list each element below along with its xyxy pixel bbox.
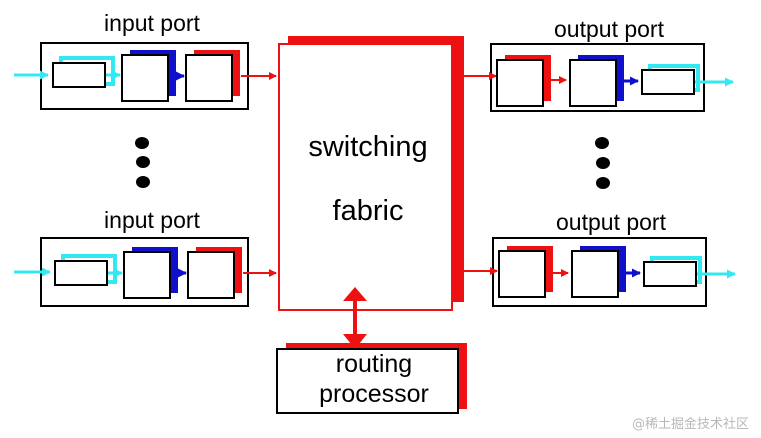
switching-fabric-box	[278, 43, 453, 311]
routing-processor-box	[276, 348, 459, 414]
input-port-bottom: input port	[14, 207, 277, 307]
fabric-processor-arrow	[343, 287, 367, 349]
routing-processor: routing processor	[276, 343, 467, 414]
line-termination-box	[54, 260, 108, 286]
output-port-bottom: output port	[460, 209, 736, 307]
queue-box	[496, 59, 544, 107]
watermark: @稀土掘金技术社区	[631, 417, 749, 432]
input-port-top-label: input port	[104, 10, 201, 36]
output-port-top: output port	[460, 16, 734, 112]
link-layer-box	[123, 251, 171, 299]
ellipsis-dots-left	[135, 137, 150, 188]
line-termination-box	[641, 69, 695, 95]
switching-fabric-label-2: fabric	[333, 195, 404, 227]
line-termination-box	[643, 261, 697, 287]
switching-fabric-label-1: switching	[308, 131, 427, 163]
input-port-bottom-label: input port	[104, 207, 201, 233]
input-port-top: input port	[14, 10, 277, 110]
output-port-top-label: output port	[554, 16, 665, 42]
queue-box	[498, 250, 546, 298]
output-port-bottom-label: output port	[556, 209, 667, 235]
lookup-box	[185, 54, 233, 102]
routing-processor-label-1: routing	[336, 350, 412, 378]
lookup-box	[187, 251, 235, 299]
link-layer-box	[571, 250, 619, 298]
switching-fabric: switching fabric	[278, 36, 464, 311]
ellipsis-dots-right	[595, 137, 610, 189]
link-layer-box	[569, 59, 617, 107]
link-layer-box	[121, 54, 169, 102]
routing-processor-label-2: processor	[319, 380, 429, 408]
line-termination-box	[52, 62, 106, 88]
